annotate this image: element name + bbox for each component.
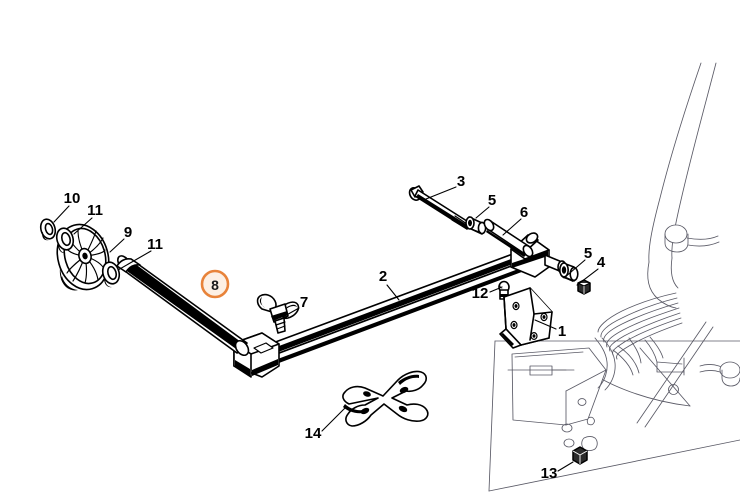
part-11b-wheel-washer — [101, 261, 121, 288]
part-12-shoulder-bolt — [498, 280, 510, 300]
leader-line-5 — [475, 206, 490, 219]
callout-10: 10 — [64, 190, 81, 207]
leader-line-3 — [425, 186, 457, 200]
leader-line-1 — [534, 319, 557, 330]
leader-line-10 — [53, 205, 70, 223]
callout-7: 7 — [300, 294, 308, 311]
callout-6: 6 — [520, 204, 528, 221]
leader-line-12 — [489, 286, 503, 293]
part-5a-bushing-spacer — [465, 216, 487, 235]
callout-4: 4 — [597, 254, 606, 271]
callout-12: 12 — [472, 285, 489, 302]
callout-9: 9 — [124, 224, 132, 241]
part-13-lock-nut — [572, 446, 588, 465]
leader-line-7 — [282, 307, 300, 318]
part-8-wheel-axle-arm — [116, 255, 250, 357]
callout-5a: 5 — [488, 192, 496, 209]
callout-11b: 11 — [147, 236, 163, 253]
callout-3: 3 — [457, 173, 465, 190]
leader-line-4 — [576, 268, 599, 286]
part-11a-wheel-washer — [55, 227, 75, 254]
part-2-main-axle-bar — [233, 232, 567, 378]
callout-14: 14 — [305, 425, 322, 442]
leader-line-6 — [502, 218, 522, 236]
highlight-badge-number: 8 — [211, 277, 219, 293]
part-4-hex-nut — [577, 279, 591, 295]
leader-line-13 — [557, 461, 574, 472]
part-7-wing-screw — [256, 293, 300, 334]
callout-13: 13 — [541, 465, 558, 482]
leader-line-5 — [563, 259, 586, 279]
leader-line-11 — [117, 250, 152, 271]
callout-11a: 11 — [87, 202, 103, 219]
callout-2: 2 — [379, 268, 387, 285]
callout-5b: 5 — [584, 245, 592, 262]
part-14-cross-wrench — [342, 370, 429, 427]
callout-leader-lines — [53, 186, 599, 472]
callout-1: 1 — [558, 323, 566, 340]
highlight-badge-8[interactable]: 8 — [200, 269, 230, 299]
part-6-sleeve-tube — [483, 218, 534, 258]
leader-line-11 — [73, 217, 93, 235]
part-5b-bushing-spacer — [558, 262, 579, 282]
leader-line-14 — [321, 407, 346, 432]
leader-line-2 — [386, 284, 400, 301]
part-3-long-bolt — [408, 185, 471, 230]
highlight-badge-circle — [200, 269, 230, 299]
part-10-retaining-washer — [39, 218, 57, 241]
machine-outline-group — [488, 62, 740, 492]
part-1-mounting-bracket — [499, 287, 553, 349]
leader-line-9 — [109, 238, 125, 253]
